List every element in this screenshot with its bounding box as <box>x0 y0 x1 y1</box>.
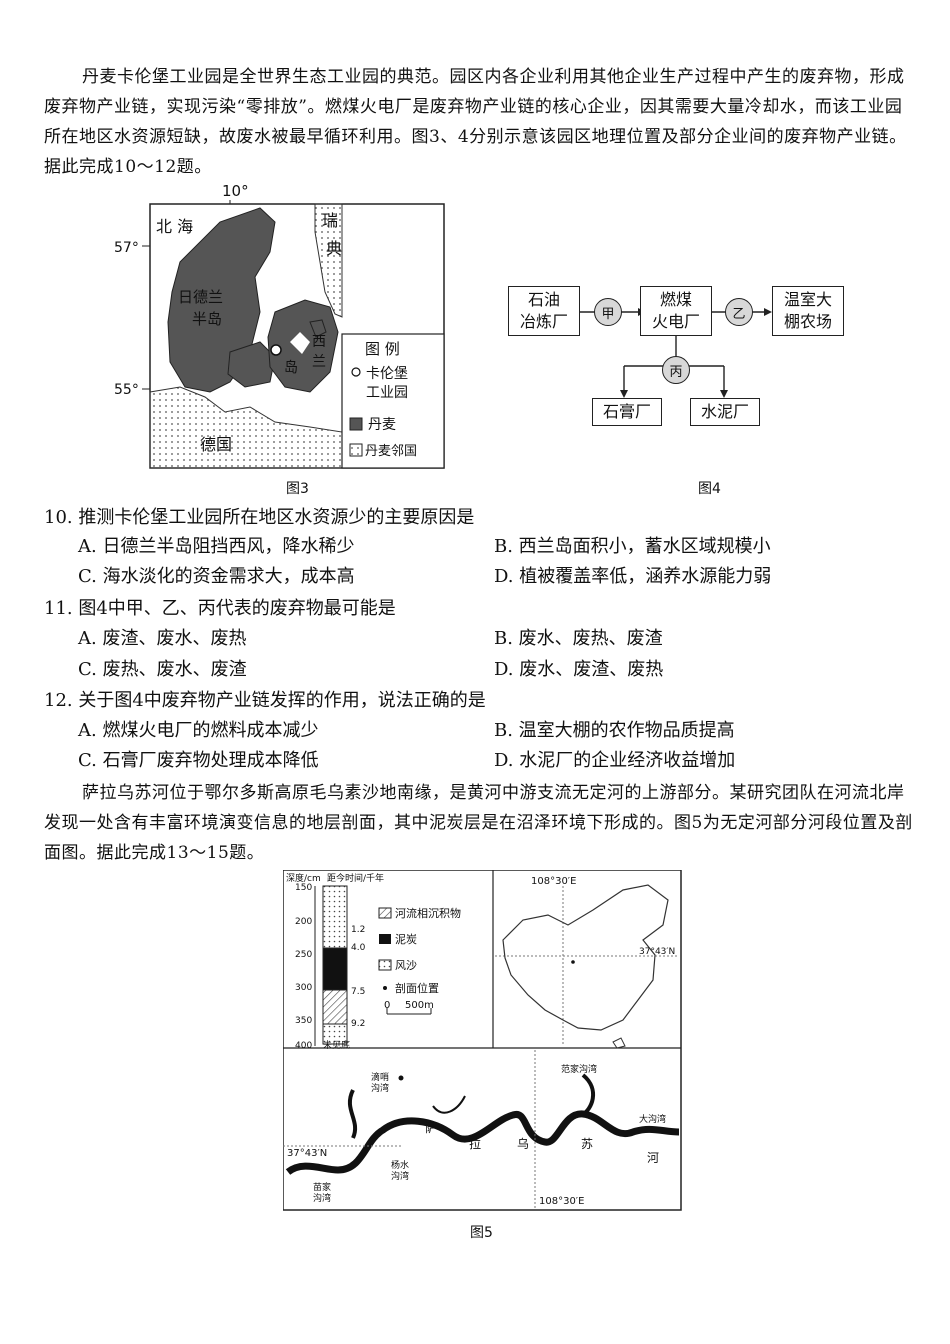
depth-axis-label: 深度/cm <box>286 872 321 884</box>
power-plant-box: 燃煤火电厂 <box>640 286 712 336</box>
q11-option-d: D. 废水、废渣、废热 <box>494 659 664 680</box>
jutland-label-1: 日德兰 <box>178 288 223 306</box>
age-9-2: 9.2 <box>351 1019 365 1029</box>
figure-5: 深度/cm 距今时间/千年 150 200 250 300 350 400 1.… <box>283 870 682 1211</box>
q10-option-a: A. 日德兰半岛阻挡西风，降水稀少 <box>78 536 355 557</box>
gypsum-box: 石膏厂 <box>592 398 662 426</box>
refinery-label: 石油冶炼厂 <box>519 290 568 331</box>
intro-paragraph-2: 萨拉乌苏河位于鄂尔多斯高原毛乌素沙地南缘，是黄河中游支流无定河的上游部分。某研究… <box>44 783 913 863</box>
sand-layer-bottom <box>322 1023 348 1045</box>
greenhouse-farm-label: 温室大棚农场 <box>783 290 832 331</box>
figure-3-map: 10° 北 海 瑞 典 57° 55° 日德兰 半岛 西 兰 岛 德国 图 例 … <box>114 182 445 469</box>
legend-park-2: 工业园 <box>366 385 408 401</box>
place-dishao-1: 滴哨 <box>371 1071 389 1083</box>
north-sea-label: 北 海 <box>156 217 193 236</box>
question-10-stem: 10. 推测卡伦堡工业园所在地区水资源少的主要原因是 <box>44 507 475 528</box>
cement-label: 水泥厂 <box>700 402 749 421</box>
waste-jia-marker: 甲 <box>594 298 622 326</box>
zealand-label-west: 西 <box>312 334 326 350</box>
figure-5-caption: 图5 <box>470 1225 493 1241</box>
river-name-5: 河 <box>647 1151 659 1165</box>
refinery-box: 石油冶炼厂 <box>508 286 580 336</box>
zealand-label-lan: 兰 <box>312 354 326 370</box>
longitude-label: 10° <box>222 182 249 200</box>
river-name-1: 萨 <box>425 1121 437 1135</box>
age-1-2: 1.2 <box>351 925 365 935</box>
lat-37-43-label: 37°43′N <box>287 1148 327 1159</box>
legend-sand: 风沙 <box>395 959 417 972</box>
time-axis-label: 距今时间/千年 <box>327 872 384 884</box>
river-name-3: 乌 <box>517 1136 529 1151</box>
q12-option-a: A. 燃煤火电厂的燃料成本减少 <box>78 720 319 741</box>
river-name-4: 苏 <box>581 1137 593 1151</box>
lat-57-label: 57° <box>114 240 139 256</box>
place-miaojia-1: 苗家 <box>313 1181 331 1193</box>
q10-option-c: C. 海水淡化的资金需求大，成本高 <box>78 566 355 587</box>
place-dishao-2: 沟湾 <box>371 1082 389 1094</box>
sweden-label-1: 瑞 <box>322 211 338 230</box>
strip-lon-label: 108°30′E <box>539 1196 584 1207</box>
depth-tick-200: 200 <box>295 917 312 927</box>
place-dagouwan: 大沟湾 <box>639 1113 666 1125</box>
figure-4-caption: 图4 <box>698 481 721 497</box>
cement-box: 水泥厂 <box>690 398 760 426</box>
jutland-label-2: 半岛 <box>192 310 222 328</box>
legend-site: 剖面位置 <box>395 981 439 995</box>
place-yangshui-1: 杨水 <box>391 1159 409 1171</box>
question-12-stem: 12. 关于图4中废弃物产业链发挥的作用，说法正确的是 <box>44 690 486 711</box>
inset-lon-label: 108°30′E <box>531 876 576 887</box>
river-sediment-layer <box>322 989 348 1025</box>
q11-option-b: B. 废水、废热、废渣 <box>494 628 663 649</box>
depth-tick-350: 350 <box>295 1016 312 1026</box>
place-fanjia: 范家沟湾 <box>561 1063 597 1075</box>
sand-layer-top <box>322 885 348 949</box>
q11-option-c: C. 废热、废水、废渣 <box>78 659 247 680</box>
q10-option-d: D. 植被覆盖率低，涵养水源能力弱 <box>494 566 772 587</box>
figure-3-caption: 图3 <box>286 481 309 497</box>
legend-park-1: 卡伦堡 <box>366 366 408 382</box>
q10-option-b: B. 西兰岛面积小，蓄水区域规模小 <box>494 536 771 557</box>
depth-tick-300: 300 <box>295 983 312 993</box>
inset-lat-label: 37°43′N <box>639 947 675 957</box>
waste-bing-marker: 丙 <box>662 356 690 384</box>
q11-option-a: A. 废渣、废水、废热 <box>78 628 247 649</box>
zealand-label-dao: 岛 <box>284 360 298 376</box>
age-7-5: 7.5 <box>351 987 365 997</box>
question-11-stem: 11. 图4中甲、乙、丙代表的废弃物最可能是 <box>44 598 396 619</box>
river-channel <box>285 1110 680 1175</box>
place-yangshui-2: 沟湾 <box>391 1170 409 1182</box>
china-outline <box>502 884 669 1031</box>
depth-tick-250: 250 <box>295 950 312 960</box>
depth-tick-150: 150 <box>295 883 312 893</box>
depth-tick-400: 400 <box>295 1041 312 1051</box>
not-bottom-label: 未见底 <box>323 1039 350 1051</box>
q12-option-b: B. 温室大棚的农作物品质提高 <box>494 720 735 741</box>
power-plant-label: 燃煤火电厂 <box>651 290 700 331</box>
scale-label: 500m <box>405 1000 434 1011</box>
place-miaojia-2: 沟湾 <box>313 1192 331 1204</box>
legend-river-sediment: 河流相沉积物 <box>395 906 461 920</box>
intro-paragraph-1: 丹麦卡伦堡工业园是全世界生态工业园的典范。园区内各企业利用其他企业生产过程中产生… <box>44 67 907 177</box>
scale-zero: 0 <box>384 1000 390 1011</box>
gypsum-label: 石膏厂 <box>602 402 651 421</box>
age-4-0: 4.0 <box>351 943 366 953</box>
lat-55-label: 55° <box>114 382 139 398</box>
legend-peat: 泥炭 <box>395 933 417 946</box>
waste-yi-marker: 乙 <box>725 298 753 326</box>
legend-neighbor: 丹麦邻国 <box>365 444 417 459</box>
kalundborg-marker <box>270 344 282 356</box>
peat-layer <box>322 947 348 991</box>
profile-site-marker <box>398 1075 404 1081</box>
q12-option-d: D. 水泥厂的企业经济收益增加 <box>494 750 736 771</box>
legend-denmark: 丹麦 <box>368 417 396 433</box>
germany-label: 德国 <box>200 435 232 454</box>
sweden-label-2: 典 <box>326 239 342 258</box>
legend-title: 图 例 <box>365 340 400 358</box>
q12-option-c: C. 石膏厂废弃物处理成本降低 <box>78 750 319 771</box>
river-name-2: 拉 <box>469 1136 481 1151</box>
greenhouse-farm-box: 温室大棚农场 <box>772 286 844 336</box>
